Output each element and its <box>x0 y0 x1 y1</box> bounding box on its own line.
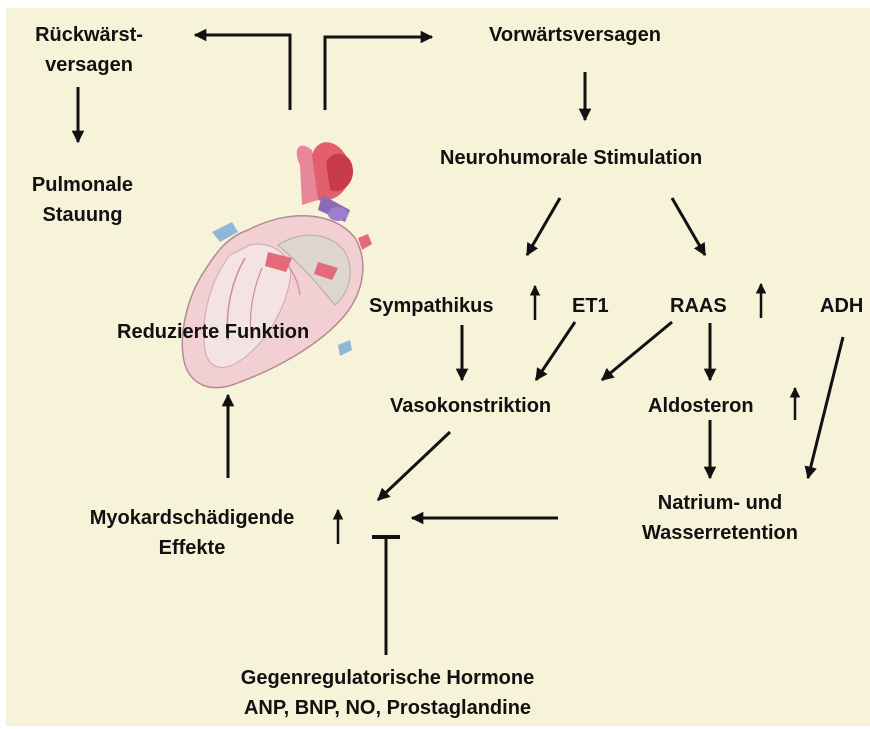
label-rueckwaertsversagen: Rückwärst- versagen <box>14 20 164 80</box>
label-vasokonstriktion: Vasokonstriktion <box>390 391 551 421</box>
label-myokard-line2: Effekte <box>62 533 322 563</box>
label-natrium-line2: Wasserretention <box>615 518 825 548</box>
arrow-neurohumorale-to-raas <box>672 198 705 255</box>
label-gegenregulatorische-hormone: Gegenregulatorische Hormone ANP, BNP, NO… <box>205 663 570 723</box>
label-vorwaertsversagen: Vorwärtsversagen <box>489 20 661 50</box>
label-rueckwaerts-line1: Rückwärst- <box>14 20 164 50</box>
label-natrium-line1: Natrium- und <box>615 488 825 518</box>
arrow-vasokonstriktion-to-myokard <box>378 432 450 500</box>
arrow-adh-to-natrium <box>808 337 843 478</box>
label-gegen-line1: Gegenregulatorische Hormone <box>205 663 570 693</box>
label-pulmonale-line1: Pulmonale <box>10 170 155 200</box>
label-neurohumorale-stimulation: Neurohumorale Stimulation <box>440 143 702 173</box>
label-adh: ADH <box>820 291 863 321</box>
label-aldosteron: Aldosteron <box>648 391 754 421</box>
arrow-to-vorwaertsversagen <box>325 37 432 110</box>
arrow-neurohumorale-to-sympathikus <box>527 198 560 255</box>
arrow-to-rueckwaertsversagen <box>195 35 290 110</box>
label-reduzierte-funktion: Reduzierte Funktion <box>117 317 309 347</box>
label-pulmonale-stauung: Pulmonale Stauung <box>10 170 155 230</box>
label-myokard-line1: Myokardschädigende <box>62 503 322 533</box>
label-natrium-wasserretention: Natrium- und Wasserretention <box>615 488 825 548</box>
label-pulmonale-line2: Stauung <box>10 200 155 230</box>
arrow-et1-to-vasokonstriktion <box>536 322 575 380</box>
label-sympathikus: Sympathikus <box>369 291 493 321</box>
label-et1: ET1 <box>572 291 609 321</box>
label-gegen-line2: ANP, BNP, NO, Prostaglandine <box>205 693 570 723</box>
label-raas: RAAS <box>670 291 727 321</box>
arrow-raas-to-vasokonstriktion <box>602 322 672 380</box>
label-myokardschaedigende-effekte: Myokardschädigende Effekte <box>62 503 322 563</box>
label-rueckwaerts-line2: versagen <box>14 50 164 80</box>
heart-illustration <box>182 142 372 387</box>
